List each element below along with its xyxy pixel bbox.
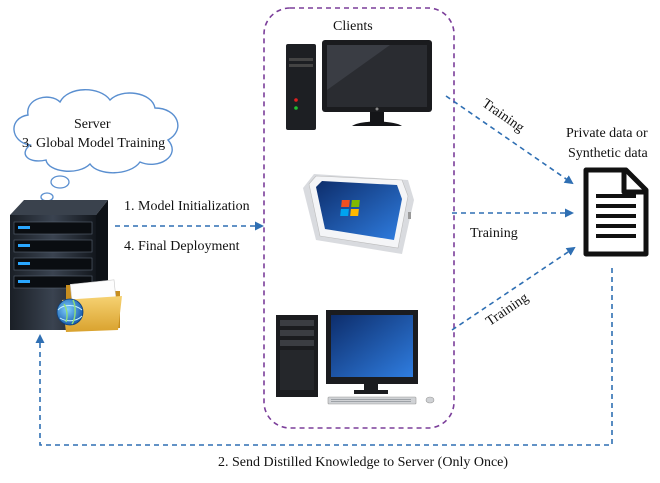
final-deployment-label: 4. Final Deployment [124, 239, 240, 254]
distilled-knowledge-label: 2. Send Distilled Knowledge to Server (O… [218, 455, 509, 470]
folder-globe-icon [56, 279, 122, 332]
server-task-label: 3. Global Model Training [22, 136, 166, 151]
model-initialization-label: 1. Model Initialization [124, 199, 250, 214]
arrow-distilled-knowledge [35, 268, 613, 446]
server-thought-cloud [13, 89, 179, 202]
arrow-training-bottom [451, 246, 576, 331]
clients-cluster-box [263, 7, 455, 429]
training-label-middle: Training [470, 226, 518, 241]
document-icon [583, 167, 649, 257]
data-source-line2: Synthetic data [568, 146, 648, 161]
tablet-icon [303, 174, 414, 254]
clients-title: Clients [333, 19, 373, 34]
data-source-line1: Private data or [566, 126, 648, 141]
desktop-computer-icon-top [286, 40, 432, 130]
server-name-label: Server [74, 117, 111, 132]
arrow-training-top [445, 95, 574, 185]
desktop-computer-icon-bottom [276, 310, 435, 405]
